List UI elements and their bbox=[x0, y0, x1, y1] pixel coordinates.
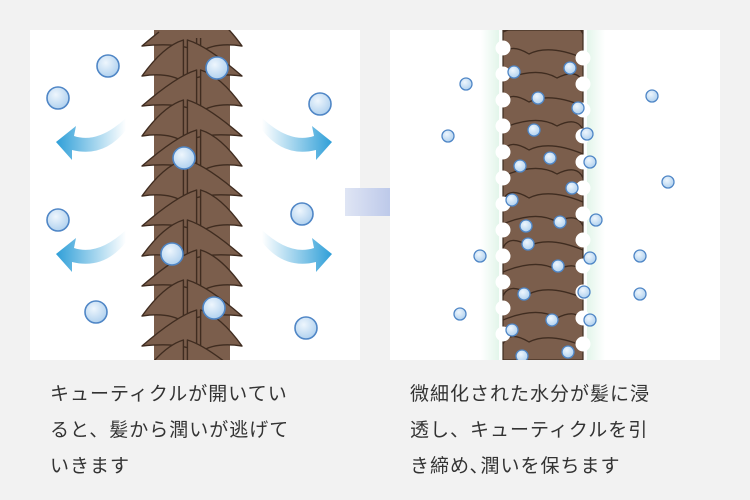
cuticle-scale-line bbox=[502, 119, 584, 131]
fine-moisture-droplet-icon bbox=[459, 77, 473, 91]
moisture-droplet-icon bbox=[202, 296, 226, 320]
fine-moisture-droplet-icon bbox=[513, 159, 527, 173]
fine-moisture-droplet-icon bbox=[551, 259, 565, 273]
hair-top bbox=[158, 30, 226, 38]
cuticle-scale-line bbox=[502, 191, 584, 203]
moisture-droplet-icon bbox=[46, 86, 70, 110]
edge-bead bbox=[495, 118, 511, 134]
fine-moisture-droplet-icon bbox=[577, 285, 591, 299]
sealed-cuticle-illustration bbox=[441, 30, 675, 360]
moisture-escape-arrows bbox=[56, 118, 332, 272]
moisture-droplets bbox=[46, 54, 332, 340]
edge-bead bbox=[495, 92, 511, 108]
open-cuticle-illustration bbox=[46, 30, 332, 360]
fine-moisture-droplet-icon bbox=[543, 151, 557, 165]
edge-bead bbox=[495, 170, 511, 186]
fine-moisture-droplet-icon bbox=[661, 175, 675, 189]
edge-bead bbox=[575, 76, 591, 92]
fine-moisture-droplet-icon bbox=[561, 345, 575, 359]
fine-moisture-droplet-icon bbox=[580, 127, 594, 141]
fine-moisture-droplet-icon bbox=[473, 249, 487, 263]
edge-bead bbox=[495, 144, 511, 160]
moisture-escape-arrow-icon bbox=[262, 230, 332, 272]
moisture-droplet-icon bbox=[294, 316, 318, 340]
moisture-droplet-icon bbox=[308, 92, 332, 116]
panel-before bbox=[30, 30, 360, 360]
edge-bead bbox=[575, 50, 591, 66]
moisture-droplet-icon bbox=[205, 56, 229, 80]
fine-moisture-droplet-icon bbox=[521, 237, 535, 251]
caption-before: キューティクルが開いてい ると、髪から潤いが逃げて いきます bbox=[50, 383, 290, 477]
fine-moisture-droplet-icon bbox=[453, 307, 467, 321]
fine-moisture-droplet-icon bbox=[545, 313, 559, 327]
fine-moisture-droplet-icon bbox=[565, 181, 579, 195]
cuticle-scale-line bbox=[502, 71, 584, 83]
fine-moisture-droplet-icon bbox=[633, 287, 647, 301]
fine-moisture-droplet-icon bbox=[515, 349, 529, 360]
moisture-droplet-icon bbox=[84, 300, 108, 324]
cuticle-scale-line bbox=[502, 143, 584, 155]
caption-after: 微細化された水分が髪に浸 透し、キューティクルを引 き締め､潤いを保ちます bbox=[410, 383, 651, 477]
fine-moisture-droplet-icon bbox=[583, 155, 597, 169]
fine-moisture-droplet-icon bbox=[507, 65, 521, 79]
fine-moisture-droplets bbox=[441, 61, 675, 360]
edge-bead bbox=[495, 222, 511, 238]
fine-moisture-droplet-icon bbox=[531, 91, 545, 105]
edge-bead bbox=[575, 232, 591, 248]
fine-moisture-droplet-icon bbox=[571, 101, 585, 115]
edge-bead bbox=[495, 40, 511, 56]
hair-strand-open-cuticle-icon bbox=[141, 30, 243, 360]
cuticle-scale bbox=[153, 339, 185, 360]
fine-moisture-droplet-icon bbox=[633, 249, 647, 263]
fine-moisture-droplet-icon bbox=[505, 193, 519, 207]
moisture-droplet-icon bbox=[96, 54, 120, 78]
fine-moisture-droplet-icon bbox=[441, 129, 455, 143]
moisture-escape-arrow-icon bbox=[56, 118, 126, 160]
edge-bead bbox=[495, 274, 511, 290]
fine-moisture-droplet-icon bbox=[527, 123, 541, 137]
moisture-droplet-icon bbox=[172, 146, 196, 170]
fine-moisture-droplet-icon bbox=[583, 313, 597, 327]
moisture-droplet-icon bbox=[290, 202, 314, 226]
moisture-droplet-icon bbox=[46, 208, 70, 232]
edge-bead bbox=[495, 248, 511, 264]
fine-moisture-droplet-icon bbox=[583, 251, 597, 265]
fine-moisture-droplet-icon bbox=[553, 215, 567, 229]
fine-moisture-droplet-icon bbox=[505, 323, 519, 337]
fine-moisture-droplet-icon bbox=[563, 61, 577, 75]
edge-bead bbox=[575, 206, 591, 222]
moisture-droplet-icon bbox=[160, 242, 184, 266]
panel-after bbox=[390, 30, 720, 360]
edge-bead bbox=[575, 336, 591, 352]
fine-moisture-droplet-icon bbox=[645, 89, 659, 103]
fine-moisture-droplet-icon bbox=[589, 213, 603, 227]
cuticle-scale bbox=[186, 339, 224, 360]
edge-bead bbox=[495, 300, 511, 316]
fine-moisture-droplet-icon bbox=[517, 287, 531, 301]
moisture-escape-arrow-icon bbox=[56, 230, 126, 272]
moisture-escape-arrow-icon bbox=[262, 118, 332, 160]
fine-moisture-droplet-icon bbox=[519, 219, 533, 233]
